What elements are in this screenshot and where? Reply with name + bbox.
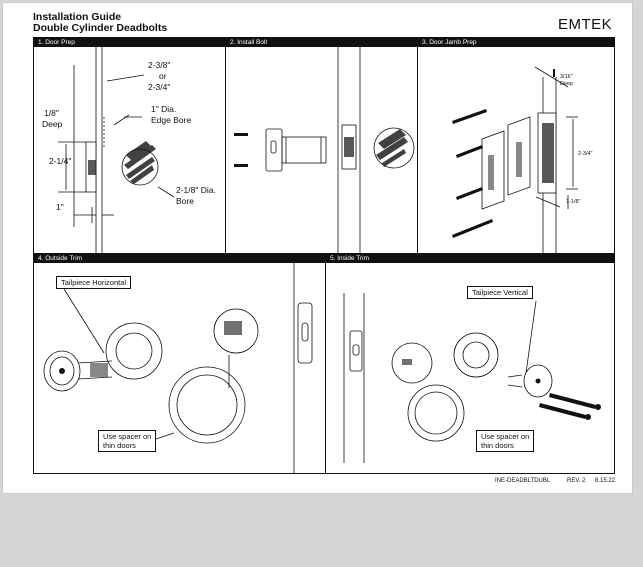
jamb-depth-label-2: Deep — [560, 81, 574, 87]
outside-trim-diagram — [43, 263, 313, 473]
guide-subtitle: Double Cylinder Deadbolts — [33, 22, 168, 34]
jamb-depth-label: 3/16" — [560, 74, 573, 80]
panel-door-jamb-prep: 3. Door Jamb Prep — [417, 37, 615, 254]
panel-title: 2. Install Bolt — [226, 38, 417, 47]
panel-inside-trim: 5. Inside Trim — [325, 253, 615, 474]
edge-bore-label-2: Edge Bore — [151, 115, 192, 125]
backset-label-or: or — [159, 71, 167, 81]
door-prep-diagram — [58, 47, 175, 253]
panel-title: 5. Inside Trim — [326, 254, 614, 263]
panel-install-bolt: 2. Install Bolt — [225, 37, 418, 254]
doc-code: INE-DEADBLTDUBL — [495, 478, 551, 484]
jamb-height-label: 2-3/4" — [578, 151, 593, 157]
door-jamb-diagram — [452, 66, 578, 253]
revision: REV. 2 — [567, 478, 586, 484]
spacer-callout-line-2: thin doors — [481, 441, 514, 450]
panel-title: 3. Door Jamb Prep — [418, 38, 614, 47]
height-label: 2-1/4" — [49, 156, 72, 166]
edge-bore-label: 1" Dia. — [151, 104, 177, 114]
install-bolt-diagram — [234, 47, 415, 253]
backset-label-b: 2-3/4" — [148, 82, 171, 92]
panel-title: 4. Outside Trim — [34, 254, 325, 263]
bore-depth-label-2: Deep — [42, 119, 63, 129]
panel-door-prep: 1. Door Prep — [33, 37, 226, 254]
inside-trim-diagram — [343, 293, 601, 463]
bore-diameter-label-2: Bore — [176, 196, 194, 206]
jamb-width-label: 1-1/8" — [566, 199, 581, 205]
panel-title: 1. Door Prep — [34, 38, 225, 47]
spacer-callout: Use spacer on thin doors — [476, 430, 535, 452]
spacer-callout-line-1: Use spacer on — [481, 432, 530, 441]
tailpiece-horizontal-callout: Tailpiece Horizontal — [56, 276, 132, 289]
spacer-callout: Use spacer on thin doors — [98, 430, 157, 452]
bore-depth-label: 1/8" — [44, 108, 59, 118]
spacer-callout-line-2: thin doors — [103, 441, 136, 450]
tailpiece-vertical-callout: Tailpiece Vertical — [467, 286, 533, 299]
bore-diameter-label: 2-1/8" Dia. — [176, 185, 216, 195]
instruction-sheet: Installation Guide Double Cylinder Deadb… — [3, 3, 632, 493]
width-label: 1" — [56, 202, 64, 212]
backset-label-a: 2-3/8" — [148, 60, 171, 70]
guide-title: Installation Guide — [33, 11, 122, 23]
revision-date: 8.15.22 — [595, 478, 616, 484]
panel-outside-trim: 4. Outside Trim — [33, 253, 326, 474]
brand-logo: EMTEK — [558, 16, 613, 33]
spacer-callout-line-1: Use spacer on — [103, 432, 152, 441]
